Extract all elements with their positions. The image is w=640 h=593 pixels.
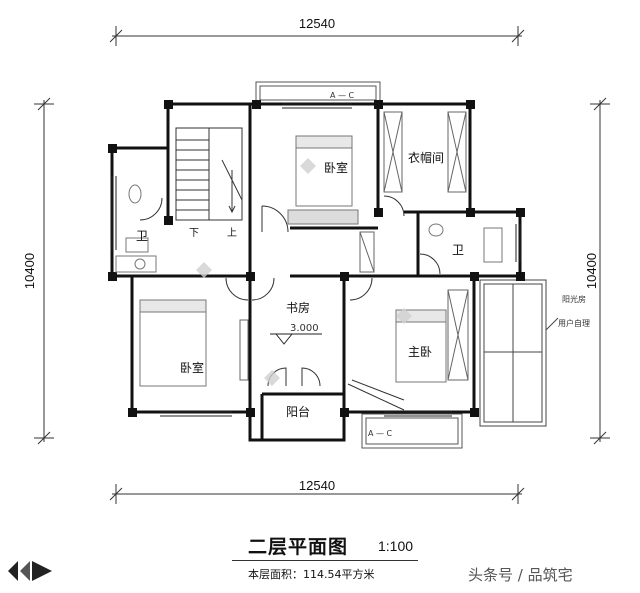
section-mark-top: A — C: [330, 91, 355, 100]
source-watermark: 头条号 / 品筑宅: [468, 566, 573, 584]
door-swings: [139, 195, 441, 411]
level-marker: [270, 333, 322, 345]
wall-columns: [108, 100, 525, 417]
title-underline: [232, 560, 418, 561]
sunroom-note-1: 阳光房: [562, 294, 586, 304]
room-master-bedroom: 主卧: [408, 345, 432, 359]
room-bath-left: 卫: [136, 229, 148, 243]
sunroom-note-2: 用户自理: [558, 318, 590, 328]
dimension-lines: [34, 26, 610, 504]
bottom-dimension: 12540: [299, 478, 335, 493]
plan-watermark-logos: [196, 158, 412, 386]
room-balcony: 阳台: [286, 404, 310, 419]
furniture: [115, 135, 503, 387]
level-value: 3.000: [290, 323, 319, 334]
room-study: 书房: [286, 300, 310, 315]
room-wardrobe: 衣帽间: [408, 150, 444, 165]
stair-up-label: 上: [227, 227, 237, 239]
top-dimension: 12540: [299, 16, 335, 31]
stair-down-label: 下: [189, 228, 199, 239]
room-bath-right: 卫: [452, 243, 464, 257]
staircase: [175, 127, 243, 221]
walls: [110, 102, 522, 442]
left-dimension: 10400: [22, 253, 37, 289]
right-dimension: 10400: [584, 253, 599, 289]
brand-logo: [8, 561, 52, 581]
section-mark-bottom: A — C: [368, 429, 393, 438]
room-bedroom-top: 卧室: [324, 160, 348, 175]
drawing-title: 二层平面图: [248, 536, 349, 558]
drawing-scale: 1:100: [378, 538, 414, 554]
top-balcony: [255, 81, 381, 105]
floor-area: 本层面积：114.54平方米: [248, 568, 375, 581]
sunroom: [479, 279, 559, 427]
windows: [111, 103, 521, 417]
bottom-balcony: [361, 413, 463, 449]
room-bedroom-left: 卧室: [180, 360, 204, 375]
wardrobe-cabinets: [239, 111, 469, 381]
